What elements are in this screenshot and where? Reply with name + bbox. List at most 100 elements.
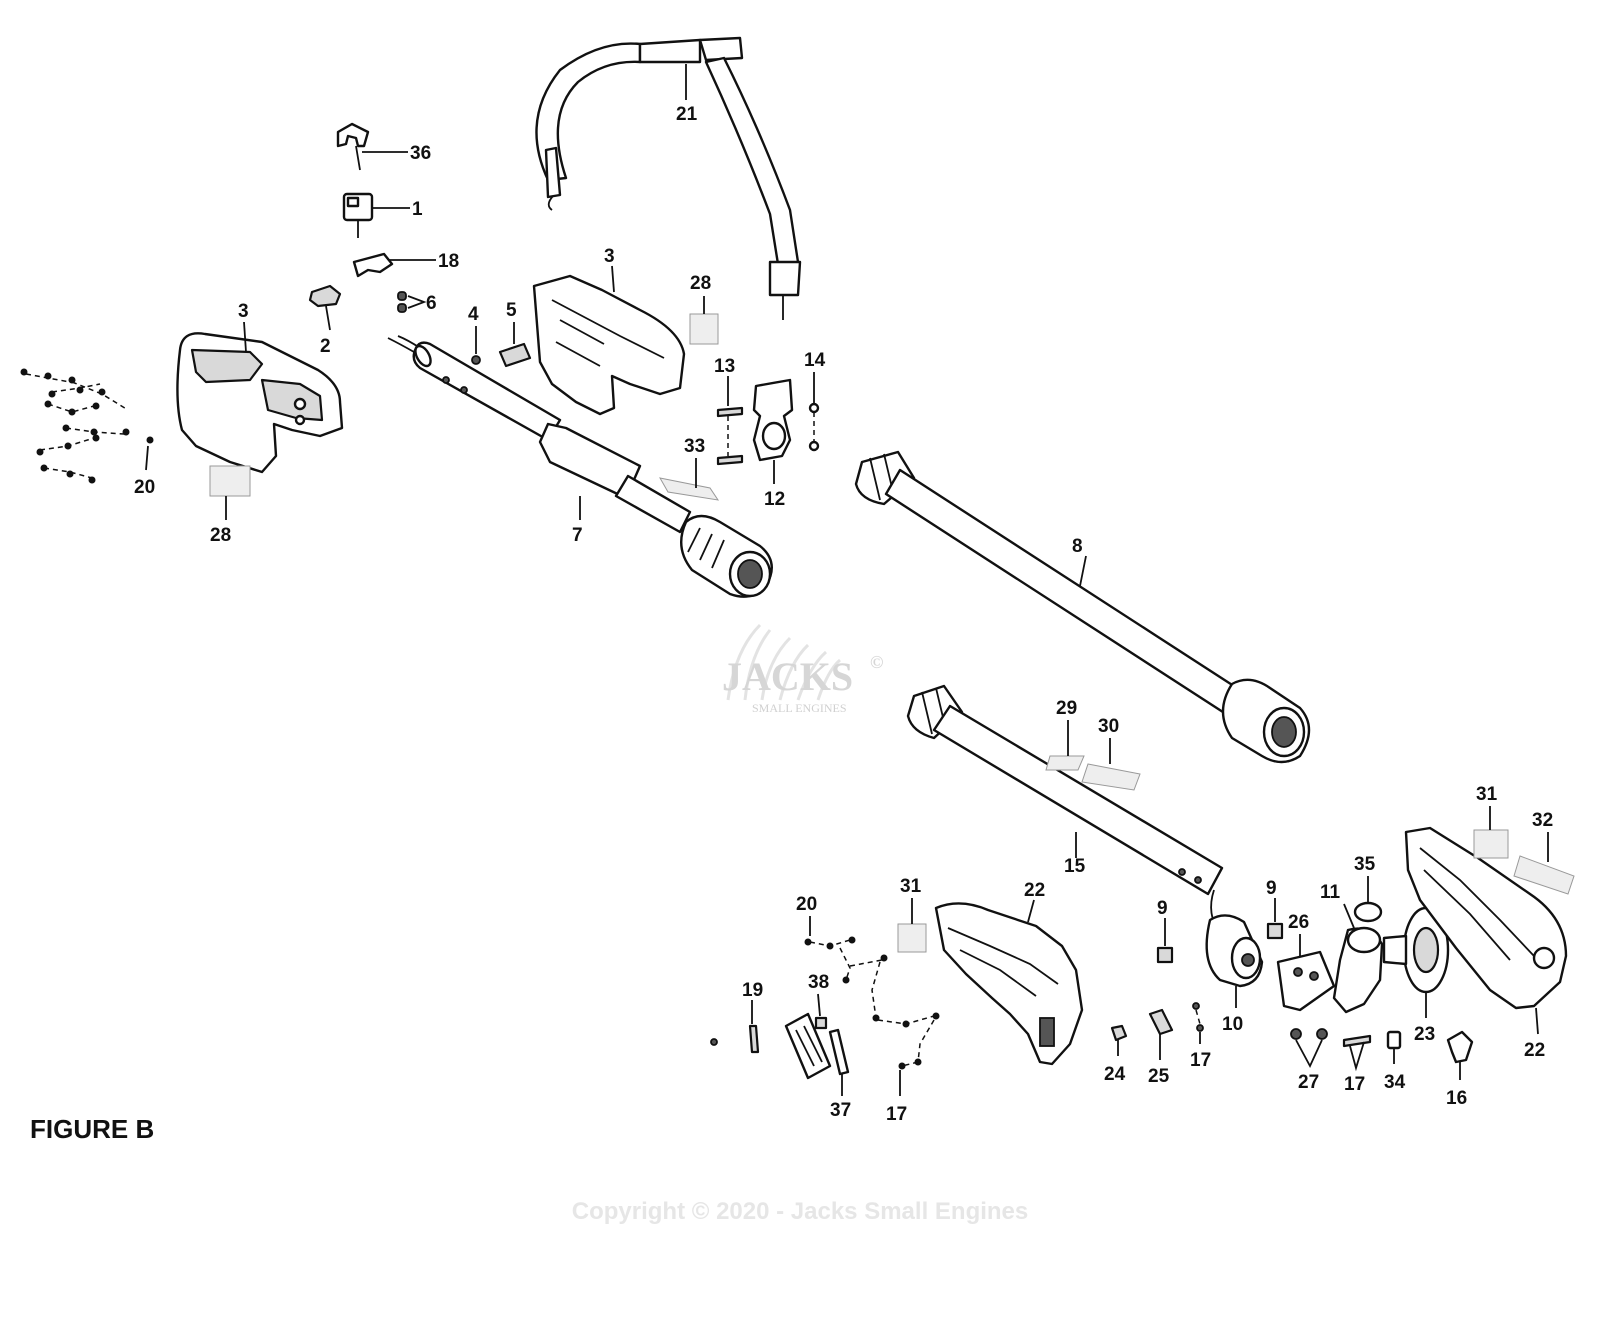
callout-3-right: 3 <box>604 246 615 267</box>
callout-36: 36 <box>410 143 431 164</box>
callout-25: 25 <box>1148 1066 1170 1087</box>
watermark-subtitle: SMALL ENGINES <box>752 701 847 715</box>
part-18-trigger <box>352 252 394 278</box>
part-28-label-right <box>689 296 719 345</box>
callout-23: 23 <box>1414 1024 1435 1045</box>
part-3-handle-right-half <box>532 265 686 416</box>
part-31-label-right <box>1473 806 1509 859</box>
callout-10: 10 <box>1222 1014 1243 1035</box>
part-10-motor <box>1205 914 1264 1008</box>
figure-title: FIGURE B <box>30 1114 155 1144</box>
callout-20-left: 20 <box>134 477 155 498</box>
part-8-extension-tube <box>854 450 1311 764</box>
callout-29: 29 <box>1056 698 1077 719</box>
callout-3-left: 3 <box>238 301 249 322</box>
callout-13: 13 <box>714 356 735 377</box>
part-6-springs <box>397 291 427 313</box>
part-4-screw <box>471 326 481 365</box>
part-1-switch <box>342 192 374 238</box>
part-33-label <box>659 458 720 501</box>
part-36-lock-lever <box>336 122 370 171</box>
part-2-connector <box>308 284 342 331</box>
callout-17-mid: 17 <box>1190 1050 1211 1071</box>
callout-14: 14 <box>804 350 826 371</box>
watermark-copyright-symbol: © <box>870 652 883 672</box>
callout-24: 24 <box>1104 1064 1126 1085</box>
part-19-pin <box>710 1000 760 1054</box>
part-11-gear-case <box>1332 903 1384 1014</box>
part-30-label <box>1081 738 1141 791</box>
part-9-block-right <box>1266 898 1284 940</box>
callout-1: 1 <box>412 199 423 220</box>
part-22-cover-left <box>934 899 1084 1066</box>
part-plate-bracket <box>784 1012 832 1080</box>
part-17-screws-right <box>1342 1034 1372 1072</box>
callout-8: 8 <box>1072 536 1083 557</box>
part-20-screws-left <box>20 368 154 484</box>
callout-33: 33 <box>684 436 705 457</box>
callout-30: 30 <box>1098 716 1119 737</box>
part-31-label-left <box>897 898 927 953</box>
callout-21: 21 <box>676 104 698 125</box>
callout-34: 34 <box>1384 1072 1406 1093</box>
callout-9-left: 9 <box>1157 898 1168 919</box>
watermark-brand: JACKS <box>722 654 853 699</box>
part-24-nut <box>1110 1024 1128 1056</box>
callout-11: 11 <box>1320 882 1341 903</box>
callout-22-right: 22 <box>1524 1040 1545 1061</box>
part-12-clamp <box>752 378 794 484</box>
part-25-clip <box>1148 1008 1174 1060</box>
part-16-hook <box>1446 1030 1474 1080</box>
callout-9-right: 9 <box>1266 878 1277 899</box>
callout-27: 27 <box>1298 1072 1319 1093</box>
callout-2: 2 <box>320 336 331 357</box>
part-38-nut <box>814 993 828 1030</box>
callout-22-left: 22 <box>1024 880 1045 901</box>
callout-4: 4 <box>468 304 479 325</box>
callout-38: 38 <box>808 972 829 993</box>
part-3-handle-left-half <box>176 321 344 474</box>
copyright-text: Copyright © 2020 - Jacks Small Engines <box>571 1198 1029 1225</box>
callout-20-lower: 20 <box>796 894 817 915</box>
callout-16: 16 <box>1446 1088 1467 1109</box>
part-34-bushing <box>1386 1030 1402 1064</box>
part-28-label-left <box>209 465 251 520</box>
jacks-watermark: JACKS © SMALL ENGINES <box>722 623 883 715</box>
callout-19: 19 <box>742 980 763 1001</box>
part-15-motor-tube <box>906 684 1224 935</box>
callout-7: 7 <box>572 525 583 546</box>
callout-35: 35 <box>1354 854 1376 875</box>
callout-31-right: 31 <box>1476 784 1498 805</box>
callout-28-left: 28 <box>210 525 231 546</box>
part-7-upper-tube <box>387 335 773 598</box>
part-14-nuts <box>808 372 820 452</box>
callout-18: 18 <box>438 251 459 272</box>
callout-17-right: 17 <box>1344 1074 1365 1095</box>
part-23-sprocket <box>1382 906 1450 1018</box>
callout-26: 26 <box>1288 912 1309 933</box>
callout-12: 12 <box>764 489 785 510</box>
part-29-label <box>1045 720 1085 771</box>
callout-15: 15 <box>1064 856 1086 877</box>
part-26-plate <box>1276 934 1336 1012</box>
part-20-screws-lower <box>804 916 940 1070</box>
part-5-plate <box>498 322 532 368</box>
part-17-screw-mid <box>1192 1002 1204 1044</box>
part-9-block-left <box>1156 918 1174 964</box>
part-22-cover-right <box>1404 826 1568 1035</box>
part-32-label <box>1513 832 1575 895</box>
callout-31-left: 31 <box>900 876 922 897</box>
part-13-screws <box>716 376 744 466</box>
callout-6: 6 <box>426 293 437 314</box>
part-37-shaft <box>828 1028 850 1096</box>
part-27-screws <box>1290 1028 1328 1069</box>
callout-28-right: 28 <box>690 273 711 294</box>
callout-32: 32 <box>1532 810 1553 831</box>
part-21-shoulder-strap <box>535 36 802 320</box>
callout-37: 37 <box>830 1100 851 1121</box>
part-35-o-ring <box>1353 876 1383 923</box>
callout-17-lower: 17 <box>886 1104 907 1125</box>
callout-5: 5 <box>506 300 517 321</box>
